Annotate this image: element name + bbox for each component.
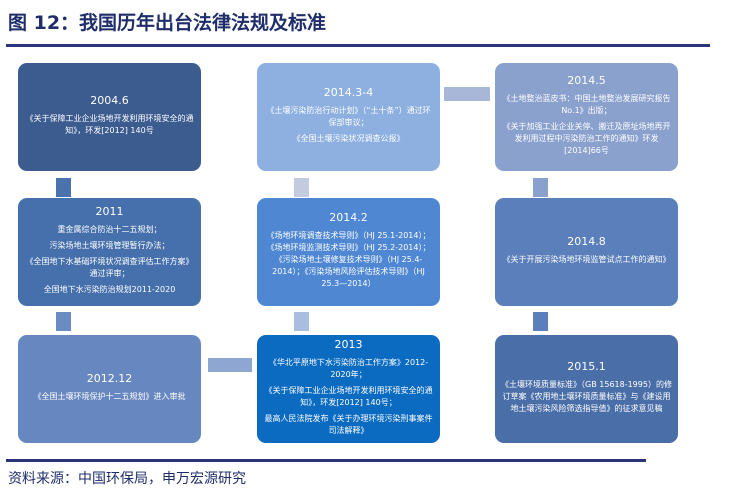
text: 《土地整治蓝皮书：中国土地整治发展研究报告 No.1》出版；	[502, 94, 671, 115]
connector	[56, 312, 71, 331]
connector	[294, 312, 309, 331]
year: 2014.3-4	[323, 86, 374, 99]
text: 《关于加强工业企业关停、搬迁及原址场地再开发利用过程中污染防治工作的通知》环发[…	[502, 122, 671, 155]
text: 《关于保障工业企业场地开发利用环境安全的通知》，环发[2012] 140号；	[264, 386, 433, 407]
milestone-2014-5: 2014.5 《土地整治蓝皮书：中国土地整治发展研究报告 No.1》出版； 《关…	[495, 63, 678, 171]
milestone-2013: 2013 《华北平原地下水污染防治工作方案》2012-2020年； 《关于保障工…	[257, 335, 440, 443]
text: 全国地下水污染防治规划2011-2020	[43, 285, 176, 294]
divider	[6, 459, 646, 462]
connector	[56, 178, 71, 197]
connector	[533, 312, 548, 331]
year: 2015.1	[567, 360, 606, 373]
text: 《土壤环境质量标准》（GB 15618-1995）的修订草案《农用地土壤环境质量…	[501, 380, 672, 413]
text: 污染场地土壤环境管理暂行办法；	[49, 241, 170, 250]
source-note: 资料来源：中国环保局，申万宏源研究	[8, 471, 246, 487]
text: 《全国土壤污染状况调查公报》	[292, 134, 405, 143]
year: 2013	[334, 338, 363, 351]
milestone-2015-1: 2015.1 《土壤环境质量标准》（GB 15618-1995）的修订草案《农用…	[495, 335, 678, 443]
milestone-2014-3-4: 2014.3-4 《土壤污染防治行动计划》（“土十条”）通过环保部审议； 《全国…	[257, 63, 440, 171]
year: 2004.6	[90, 94, 129, 107]
milestone-2011: 2011 重金属综合防治十二五规划； 污染场地土壤环境管理暂行办法； 《全国地下…	[18, 198, 201, 306]
text: 《关于保障工业企业场地开发利用环境安全的通知》，环发[2012] 140号	[25, 114, 194, 135]
text: 《华北平原地下水污染防治工作方案》2012-2020年；	[268, 358, 429, 379]
text: 《全国土壤环境保护十二五规划》进入审批	[33, 392, 186, 401]
connector	[533, 178, 548, 197]
text: 《关于开展污染场地环境监管试点工作的通知》	[502, 255, 671, 264]
year: 2014.5	[567, 74, 606, 87]
connector	[208, 358, 252, 372]
text: 最高人民法院发布《关于办理环境污染刑事案件司法解释》	[264, 414, 433, 435]
text: 《全国地下水基础环境状况调查评估工作方案》通过评审；	[25, 257, 194, 278]
connector	[444, 87, 490, 101]
milestone-2004-6: 2004.6 《关于保障工业企业场地开发利用环境安全的通知》，环发[2012] …	[18, 63, 201, 171]
figure-title: 图 12：我国历年出台法律法规及标准	[8, 12, 327, 34]
milestone-2014-8: 2014.8 《关于开展污染场地环境监管试点工作的通知》	[495, 198, 678, 306]
text: 重金属综合防治十二五规划；	[57, 225, 162, 234]
connector	[294, 178, 309, 197]
year: 2014.8	[567, 235, 606, 248]
text: 《场地环境调查技术导则》（HJ 25.1-2014）；《场地环境监测技术导则》（…	[266, 231, 431, 288]
text: 《土壤污染防治行动计划》（“土十条”）通过环保部审议；	[266, 106, 431, 127]
year: 2011	[95, 205, 124, 218]
divider	[6, 44, 710, 47]
year: 2012.12	[86, 372, 133, 385]
milestone-2012-12: 2012.12 《全国土壤环境保护十二五规划》进入审批	[18, 335, 201, 443]
milestone-2014-2: 2014.2 《场地环境调查技术导则》（HJ 25.1-2014）；《场地环境监…	[257, 198, 440, 306]
year: 2014.2	[329, 211, 368, 224]
